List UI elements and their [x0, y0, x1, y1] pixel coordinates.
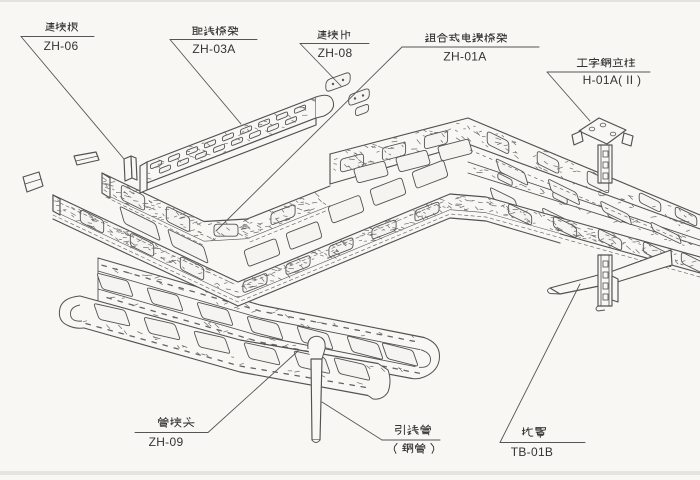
- svg-text:ZH-06: ZH-06: [44, 39, 79, 53]
- svg-text:H-01A( II ): H-01A( II ): [583, 73, 642, 87]
- svg-text:TB-01B: TB-01B: [511, 445, 553, 459]
- svg-text:ZH-01A: ZH-01A: [443, 50, 486, 64]
- svg-text:ZH-08: ZH-08: [318, 46, 353, 60]
- svg-text:ZH-09: ZH-09: [149, 435, 184, 449]
- svg-text:ZH-03A: ZH-03A: [192, 42, 235, 56]
